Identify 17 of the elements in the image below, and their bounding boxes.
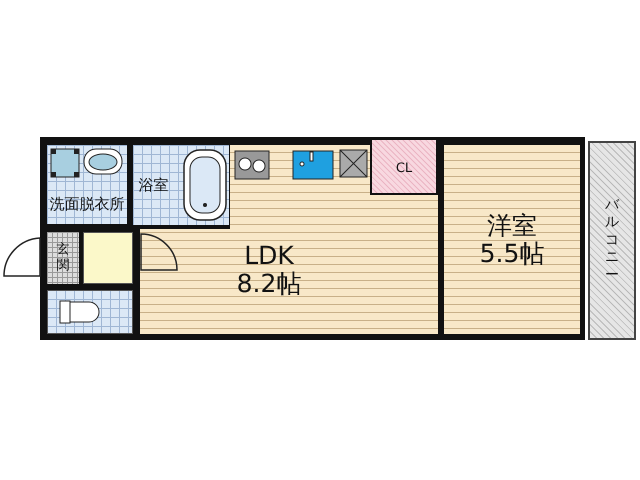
room-size: 5.5帖 [480,240,544,267]
bathroom [133,145,229,225]
hallway [83,232,133,284]
toilet-room [47,290,133,334]
room-name: 浴室 [138,176,168,194]
closet [372,140,436,193]
room-size: 8.2帖 [236,270,302,297]
room-name: バルコニー [604,196,620,284]
room-name: LDK [244,242,294,270]
room-name: CL [396,162,412,176]
balcony [588,141,636,340]
room-name: 玄関 [56,242,70,274]
washroom [47,145,127,224]
western-room [444,145,580,334]
room-name: 洗面脱衣所 [50,196,124,213]
room-name: 洋室 [487,212,537,240]
entrance-area [47,232,79,284]
